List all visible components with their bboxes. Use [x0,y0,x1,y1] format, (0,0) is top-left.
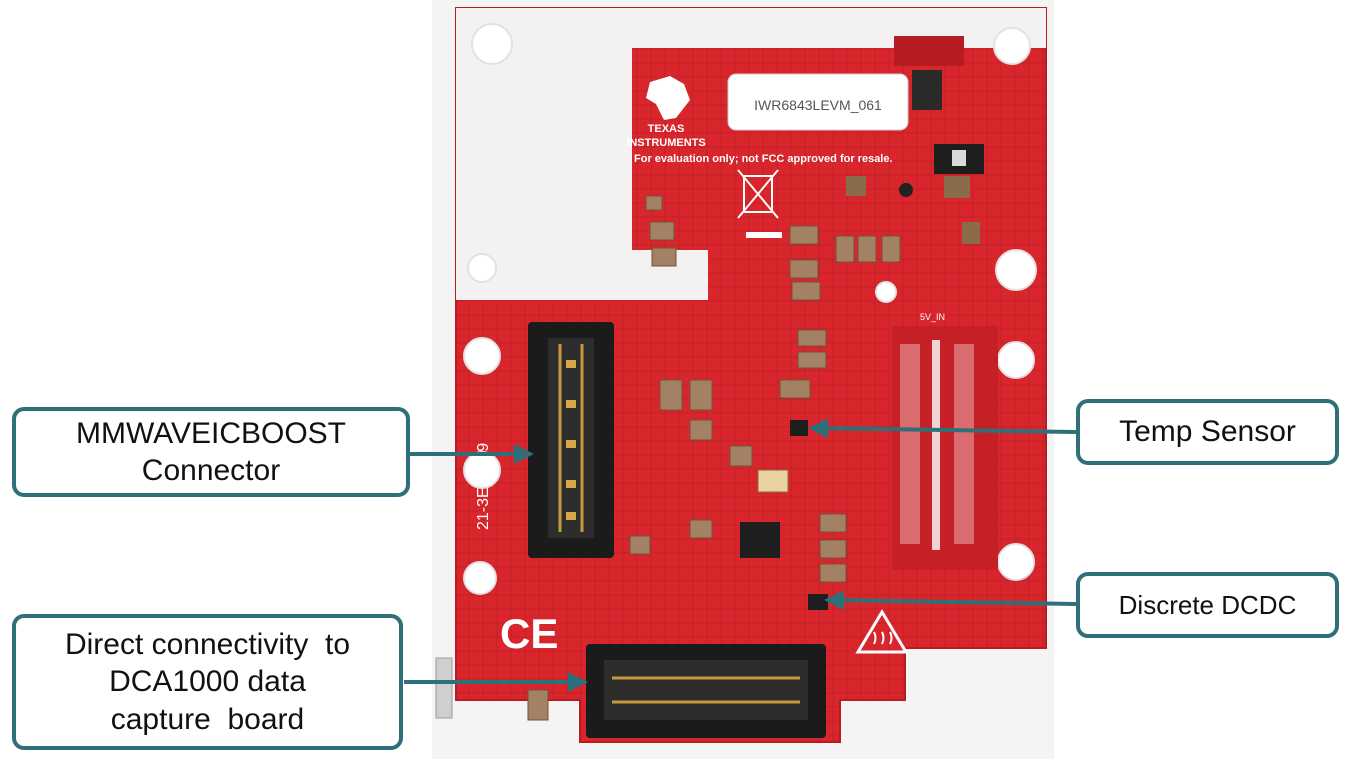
header-area: 5V_IN [892,312,998,570]
arrow-dcdc [824,590,1077,611]
hot-surface-icon [855,609,909,654]
callout-dcdc-text: Discrete DCDC [1118,589,1297,620]
callout-dca1000: Direct connectivity to DCA1000 data capt… [12,614,403,750]
callout-temp-text: Temp Sensor [1119,415,1296,449]
temp-sensor-chip [790,420,808,436]
inductor-block [757,469,789,493]
callout-temp-sensor: Temp Sensor [1076,399,1339,465]
callout-mmwave-connector: MMWAVEICBOOST Connector [12,407,410,497]
callout-dca-line2: DCA1000 data [109,665,306,699]
mmwave-connector [528,322,614,558]
dcdc-small-ic [808,594,828,610]
callout-mmwave-line1: MMWAVEICBOOST [76,416,346,450]
ti-logo-text-1: TEXAS [648,123,685,135]
antenna-area [456,8,890,300]
weee-bin-icon [737,169,779,219]
model-label-sticker [727,73,909,131]
mounting-holes [463,23,1037,595]
vin-label: 5V_IN [920,312,945,322]
ti-logo: TEXAS INSTRUMENTS [626,76,706,149]
disclaimer-text: For evaluation only; not FCC approved fo… [634,153,893,165]
callout-dca-line1: Direct connectivity to [64,627,351,661]
ti-logo-text-2: INSTRUMENTS [626,137,705,149]
usb-connector [435,657,453,719]
callout-discrete-dcdc: Discrete DCDC [1076,572,1339,638]
weee-bar [746,232,782,238]
callout-mmwave-line2: Connector [141,454,281,487]
callout-arrows [404,418,1077,692]
dca1000-connector [586,644,826,738]
callout-dca-line3: capture board [110,702,305,736]
arrow-temp [808,418,1077,439]
board-side-text: 21-3E79889 [475,443,492,530]
top-right-components [846,36,984,244]
dcdc-ic [740,522,780,558]
model-label-text: IWR6843LEVM_061 [754,97,882,113]
ce-mark-icon: CE [500,610,558,657]
capacitor-cluster [527,195,901,721]
